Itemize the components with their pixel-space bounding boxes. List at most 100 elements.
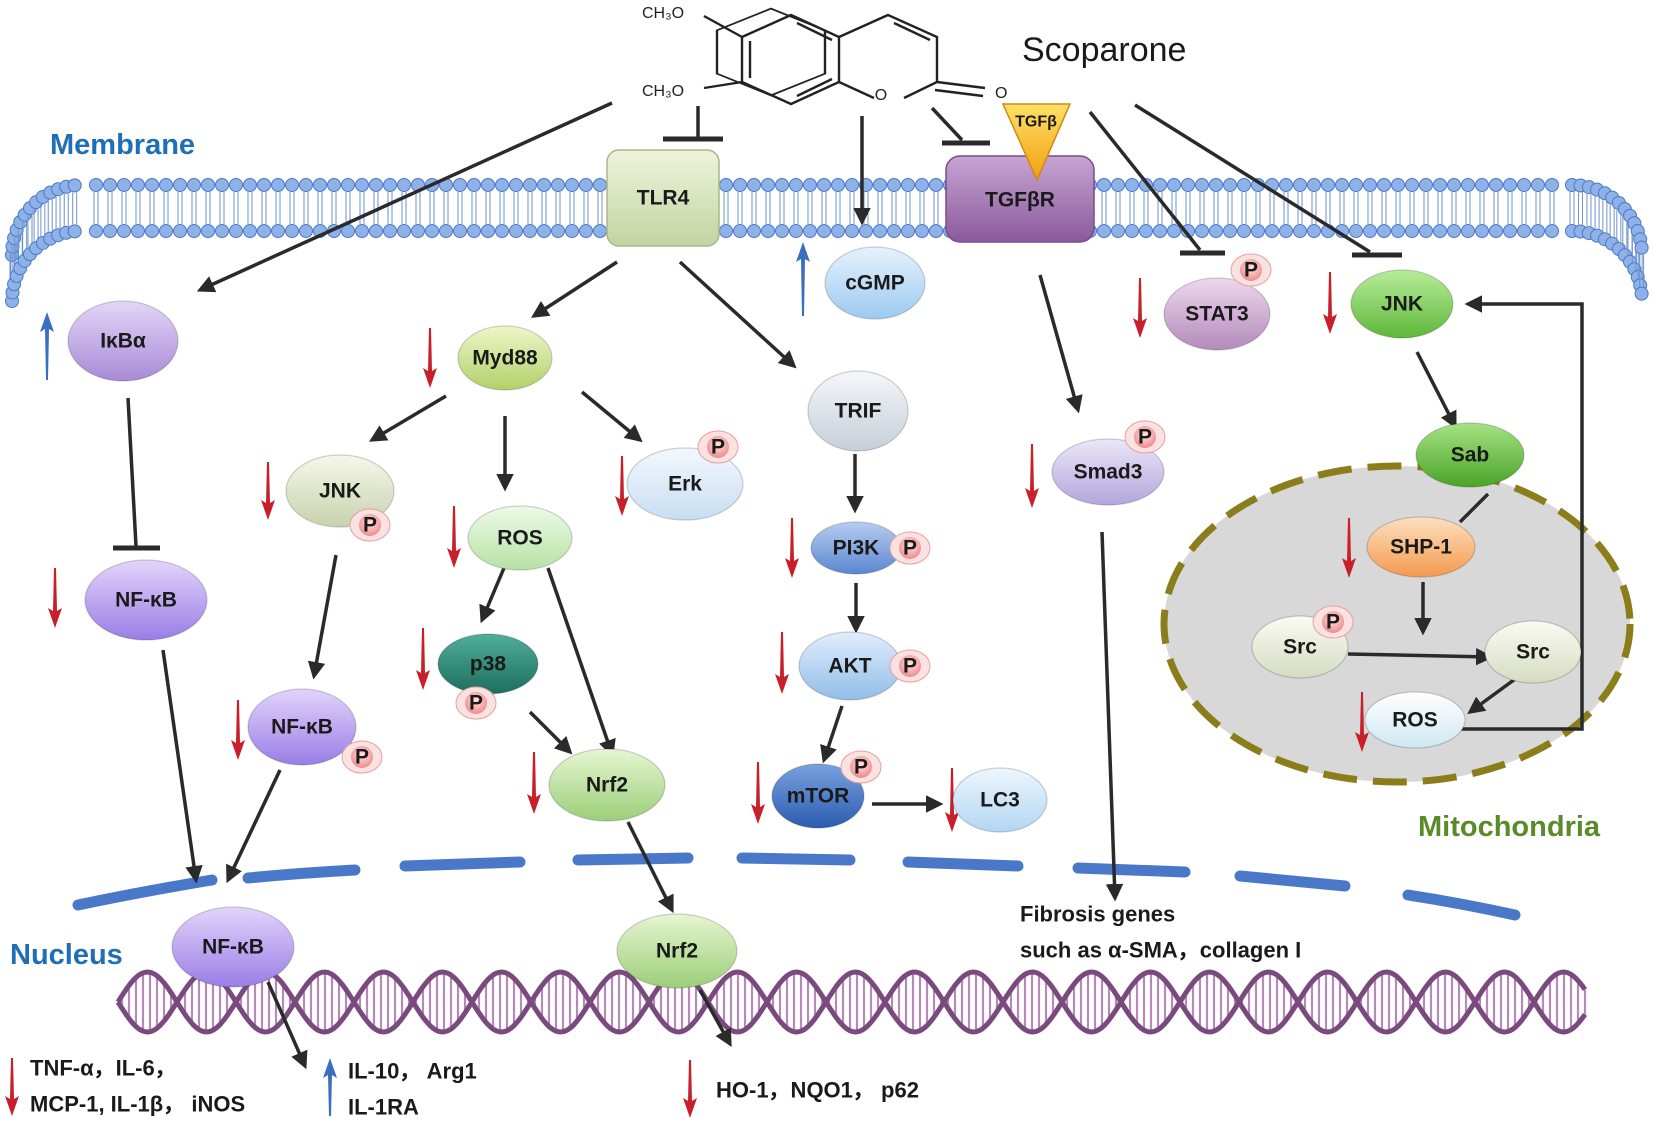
tlr4-receptor: TLR4 [606,149,720,247]
pathway-edges [113,101,1584,1070]
lipid-head-inner [229,224,243,238]
lipid-head-inner [355,224,369,238]
lipid-head-outer [789,178,803,192]
lipid-head-outer [817,178,831,192]
lipid-head-outer [1321,178,1335,192]
lipid-head-inner [551,224,565,238]
phospho-badge: P [840,750,882,784]
lipid-head-outer [1545,178,1559,192]
arrow-shape [1133,278,1147,338]
downregulation-arrow [447,506,461,568]
lipid-head-outer [131,178,145,192]
arrow-shape [751,762,765,824]
node-nfkb-p: NF-κBP [247,688,383,774]
arrow-shape [5,1058,19,1116]
lipid-head-inner [201,224,215,238]
lipid-head-inner [383,224,397,238]
node-ros-mito: ROS [1364,691,1466,749]
lipid-head-outer [775,178,789,192]
lipid-head-inner [1503,224,1517,238]
dna-strand [115,969,1588,1035]
upregulation-arrow [40,312,54,380]
edge-scoparone-ikba [196,101,613,293]
edge-src-ros [1467,672,1524,715]
lipid-head-outer [719,178,733,192]
node-label-shp1: SHP-1 [1390,536,1452,559]
downregulation-arrow [1355,692,1369,752]
antiinflammatory-genes-line2: IL-1RA [348,1095,419,1120]
lipid-head-outer [243,178,257,192]
phospho-badge-dot [1134,426,1156,448]
node-label-lc3: LC3 [980,789,1020,812]
lipid-head-outer [495,178,509,192]
node-label-cgmp: cGMP [845,272,905,295]
lipid-head-outer [103,178,117,192]
edge-nrf2-output [698,989,732,1048]
phospho-badge: P [889,649,931,683]
lipid-head-outer [1349,178,1363,192]
lipid-head-inner [467,224,481,238]
lipid-head-inner [1377,224,1391,238]
arrow-shape [945,768,959,832]
arrow-shape [775,632,789,694]
lipid-head-inner [1237,224,1251,238]
node-label-ikba: IκBα [100,330,146,353]
lipid-head-inner [299,224,313,238]
arrow-shape [683,1060,697,1118]
node-trif: TRIF [807,370,909,452]
lipid-head-outer [467,178,481,192]
phospho-badge: P [697,430,739,464]
phospho-badge: P [349,508,391,542]
phospho-label: P [355,746,369,769]
lipid-head-inner [747,224,761,238]
lipid-head-outer [733,178,747,192]
fibrosis-genes-line1: Fibrosis genes [1020,902,1175,927]
lipid-head-inner [775,224,789,238]
lipid-head-inner [67,224,82,239]
lipid-head-inner [831,224,845,238]
node-label-nfkb-cyto: NF-κB [115,589,177,612]
node-sab: Sab [1415,422,1525,488]
lipid-head-outer [831,178,845,192]
edge-scoparone-stat3-inhibit [1088,110,1202,252]
lipid-head-inner [1545,224,1559,238]
phospho-badge-dot [351,746,373,768]
lipid-head-inner [145,224,159,238]
node-ros-cyto: ROS [467,505,573,571]
lipid-head-outer [383,178,397,192]
arrow-shape [323,1058,337,1116]
phospho-badge-dot [707,436,729,458]
lipid-head-inner [887,224,901,238]
edge-tlr4-myd88 [531,260,618,318]
phospho-label: P [903,537,917,560]
lipid-head-outer [397,178,411,192]
node-src: Src [1484,620,1582,684]
lipid-head-inner [453,224,467,238]
lipid-head-outer [845,178,859,192]
tgfb-label: TGFβ [1015,114,1057,131]
lipid-head-inner [159,224,173,238]
downregulation-arrow [527,752,541,814]
lipid-head-inner [1111,224,1125,238]
arrow-shape [231,700,245,760]
lipid-head-inner [1447,224,1461,238]
lipid-head-outer [145,178,159,192]
node-shape [1415,422,1525,488]
node-label-nrf2-cyto: Nrf2 [586,774,628,797]
lipid-head-inner [565,224,579,238]
lipid-head-outer [355,178,369,192]
lipid-head-outer [873,178,887,192]
node-cgmp: cGMP [824,246,926,320]
arrow-shape [1355,692,1369,752]
lipid-head-inner [1391,224,1405,238]
arrow-shape [1025,444,1039,508]
lipid-head-inner [425,224,439,238]
downregulation-arrow [423,328,437,388]
lipid-head-outer [1433,178,1447,192]
lipid-head-inner [733,224,747,238]
node-label-pi3k: PI3K [833,537,880,560]
node-shape [1364,691,1466,749]
